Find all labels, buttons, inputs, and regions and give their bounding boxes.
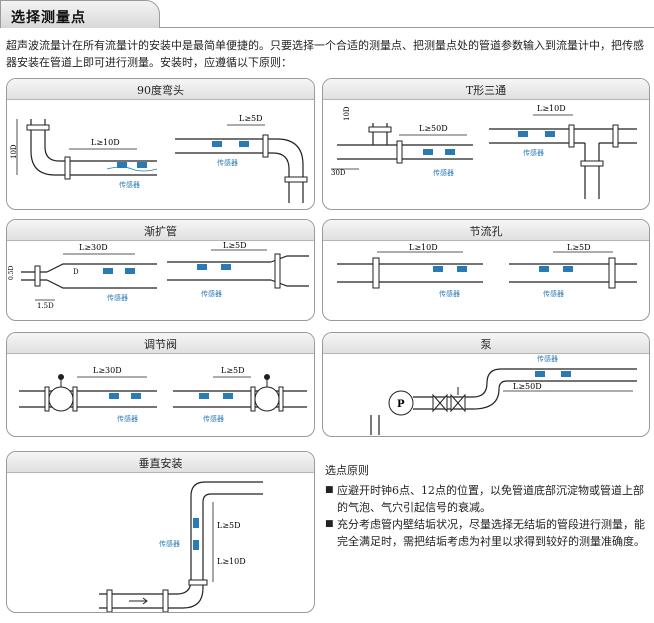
sensor-label: 传感器 xyxy=(523,148,544,157)
principle-item: ■ 应避开时钟6点、12点的位置，以免管道底部沉淀物或管道上部的气泡、气穴引起信… xyxy=(325,482,651,516)
panel-head: T形三通 xyxy=(323,79,649,100)
distance-label: L≥10D xyxy=(409,243,438,252)
panel-title: 垂直安装 xyxy=(138,457,183,470)
sensor-label: 传感器 xyxy=(203,414,224,423)
distance-label: L≥50D xyxy=(419,124,448,133)
header-tab: 选择测量点 xyxy=(0,0,160,28)
panel-orifice: 节流孔 L≥10D 传感器 L≥5D 传感器 xyxy=(322,219,650,321)
panel-title: 节流孔 xyxy=(469,225,503,238)
square-bullet-icon: ■ xyxy=(325,485,334,495)
distance-label: L≥30D xyxy=(79,243,108,252)
distance-label: L≥5D xyxy=(239,114,263,123)
sensor-label: 传感器 xyxy=(119,180,140,189)
d-label: 30D xyxy=(331,169,346,177)
valve-diagram: L≥30D 传感器 L≥5D 传感器 xyxy=(19,366,307,423)
d-label: 0.5D xyxy=(8,265,15,280)
square-bullet-icon: ■ xyxy=(325,519,334,529)
sensor-label: 传感器 xyxy=(433,168,454,177)
distance-label: L≥5D xyxy=(567,243,591,252)
panel-valve: 调节阀 L≥30D 传感器 L≥5D 传感器 xyxy=(6,332,315,437)
elbow-diagram: 10D L≥10D 传感器 L≥5D 传感器 xyxy=(10,114,308,203)
principle-item: ■ 充分考虑管内壁结垢状况，尽量选择无结垢的管段进行测量，能完全满足时，需把结垢… xyxy=(325,516,651,550)
distance-label: L≥50D xyxy=(513,382,542,391)
panel-elbow: 90度弯头 10D L≥10D 传感器 L≥5D 传感器 xyxy=(6,78,315,210)
section-header: 选择测量点 xyxy=(0,0,654,30)
sensor-label: 传感器 xyxy=(543,289,564,298)
sensor-label: 传感器 xyxy=(439,289,460,298)
distance-label: L≥30D xyxy=(93,366,122,375)
sensor-label: 传感器 xyxy=(159,539,180,548)
panel-head: 90度弯头 xyxy=(7,79,314,100)
panel-tee: T形三通 10D 30D L≥50D 传感器 L≥10D 传感器 xyxy=(322,78,650,210)
distance-label: L≥10D xyxy=(91,138,120,147)
sensor-label: 传感器 xyxy=(107,293,128,302)
distance-label: L≥10D xyxy=(217,557,246,566)
panel-head: 垂直安装 xyxy=(7,452,314,473)
distance-label: L≥5D xyxy=(221,366,245,375)
distance-label: L≥5D xyxy=(223,241,247,250)
panel-head: 节流孔 xyxy=(323,220,649,241)
distance-label: L≥10D xyxy=(537,104,566,113)
principle-text: 充分考虑管内壁结垢状况，尽量选择无结垢的管段进行测量，能完全满足时，需把结垢考虑… xyxy=(337,518,645,548)
sensor-label: 传感器 xyxy=(201,289,222,298)
panel-pump: 泵 P 传感器 L≥50D xyxy=(322,332,650,437)
panel-title: 渐扩管 xyxy=(144,225,177,238)
orifice-diagram: L≥10D 传感器 L≥5D 传感器 xyxy=(337,243,637,298)
d-label: 10D xyxy=(343,106,351,121)
panel-title: 90度弯头 xyxy=(137,84,184,97)
d-label: 1.5D xyxy=(37,302,54,310)
page-title: 选择测量点 xyxy=(11,10,86,26)
principle-text: 应避开时钟6点、12点的位置，以免管道底部沉淀物或管道上部的气泡、气穴引起信号的… xyxy=(337,484,644,514)
d-label: D xyxy=(73,268,79,276)
panel-title: 泵 xyxy=(480,338,492,351)
panel-vertical: 垂直安装 L≥5D L≥10D 传感器 xyxy=(6,451,315,613)
sensor-mark xyxy=(117,162,127,168)
header-underline xyxy=(160,27,654,28)
sensor-label: 传感器 xyxy=(117,414,138,423)
sensor-mark xyxy=(137,162,147,168)
panel-head: 调节阀 xyxy=(7,333,314,354)
pump-diagram: P 传感器 L≥50D xyxy=(370,354,637,435)
pump-label: P xyxy=(397,399,405,410)
tee-diagram: 10D 30D L≥50D 传感器 L≥10D 传感器 xyxy=(331,104,637,199)
sensor-label: 传感器 xyxy=(217,158,238,167)
sensor-label: 传感器 xyxy=(537,354,558,363)
panel-title: T形三通 xyxy=(465,84,507,97)
distance-label: L≥5D xyxy=(217,521,241,530)
expander-diagram: 0.5D D 1.5D L≥30D 传感器 L≥5D 传感器 xyxy=(8,241,309,310)
panel-head: 泵 xyxy=(323,333,649,354)
intro-paragraph: 超声波流量计在所有流量计的安装中是最简单便捷的。只要选择一个合适的测量点、把测量… xyxy=(6,39,644,69)
principles-section: 选点原则 ■ 应避开时钟6点、12点的位置，以免管道底部沉淀物或管道上部的气泡、… xyxy=(325,462,651,550)
panel-head: 渐扩管 xyxy=(7,220,314,241)
principles-title: 选点原则 xyxy=(325,464,369,477)
panel-title: 调节阀 xyxy=(144,338,177,351)
vertical-diagram: L≥5D L≥10D 传感器 xyxy=(99,481,263,612)
panel-expander: 渐扩管 0.5D D 1.5D L≥30D 传感器 L≥5D 传感器 xyxy=(6,219,315,321)
d-label: 10D xyxy=(10,144,18,159)
